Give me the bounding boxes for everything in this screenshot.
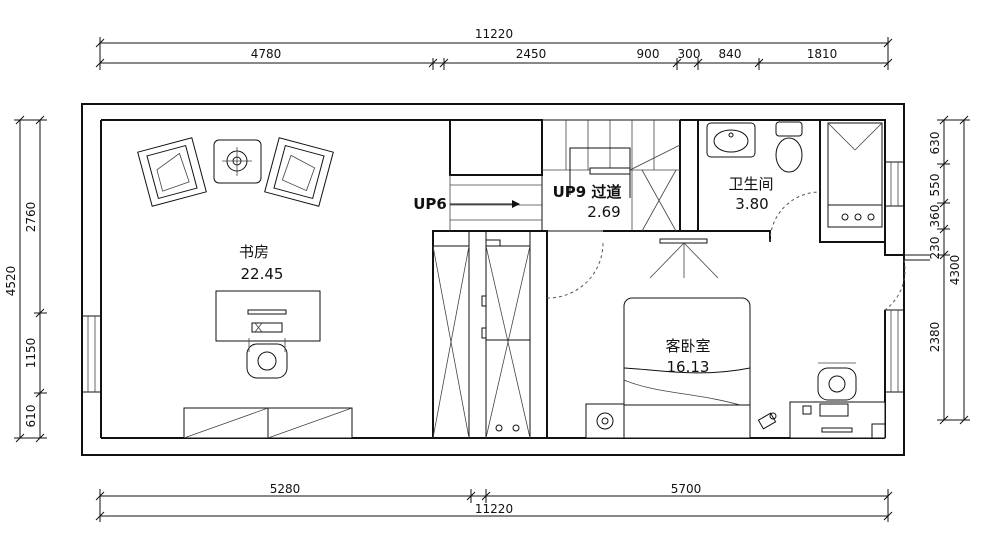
bedroom-furniture [585,297,886,439]
room-area-bathroom: 3.80 [735,195,768,213]
armchair-icon [137,137,207,207]
top-total-dimension: 11220 [475,27,513,41]
room-name-bathroom: 卫生间 [728,175,773,193]
top-dimension-4: 300 [678,47,701,61]
room-name-hallway: UP9 过道 [553,183,622,201]
bottom-dimension-2: 5700 [671,482,702,496]
shower-icon [827,122,883,228]
desk-icon [215,290,321,342]
interior-walls [432,119,885,439]
right-dimensions: 630 550 360 230 2380 4300 [928,115,970,425]
left-dimensions: 4520 2760 1150 610 [4,115,47,443]
nightstand-icon [585,403,625,439]
bottom-dimension-1: 5280 [270,482,301,496]
room-area-hallway: 2.69 [587,203,620,221]
right-dimension-2: 550 [928,174,942,197]
left-dimension-3: 610 [24,405,38,428]
room-name-guest-bedroom: 客卧室 [665,337,710,355]
top-dimension-5: 840 [719,47,742,61]
left-dimension-1: 2760 [24,202,38,233]
stair-up-label: UP6 [413,195,447,213]
staircase [449,119,681,232]
top-dimensions: 11220 4780 2450 900 300 840 1810 [95,27,893,70]
room-area-guest-bedroom: 16.13 [667,358,710,376]
right-dimension-4: 230 [928,237,942,260]
right-dimension-5: 2380 [928,322,942,353]
bottom-dimensions: 5280 5700 11220 [95,482,893,522]
left-dimension-2: 1150 [24,338,38,369]
armchair-icon [264,137,334,207]
office-chair-icon [817,362,857,401]
right-dimension-3: 360 [928,205,942,228]
bathroom-fixtures [706,121,883,228]
right-total-dimension: 4300 [948,255,962,286]
bottom-total-dimension: 11220 [475,502,513,516]
study-furniture [137,137,353,439]
top-dimension-1: 4780 [251,47,282,61]
phone-icon [757,412,777,430]
side-table-icon [213,139,262,184]
vanity-desk-icon [789,401,886,439]
room-area-study: 22.45 [241,265,284,283]
room-name-study: 书房 [239,243,269,261]
toilet-icon [775,121,803,173]
top-dimension-6: 1810 [807,47,838,61]
right-dimension-1: 630 [928,132,942,155]
bed-icon [623,297,751,439]
left-total-dimension: 4520 [4,266,18,297]
top-dimension-2: 2450 [516,47,547,61]
office-chair-icon [246,338,288,379]
top-dimension-3: 900 [637,47,660,61]
